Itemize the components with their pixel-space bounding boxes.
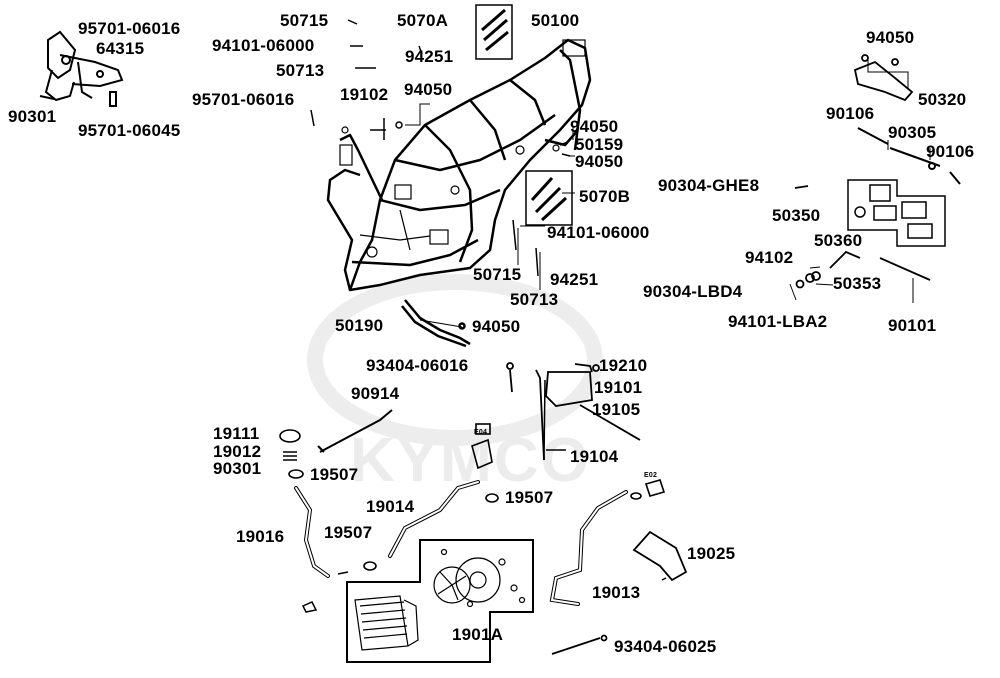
rod-90914	[317, 409, 393, 453]
part-label-19105: 19105	[592, 400, 641, 419]
part-label-19014: 19014	[366, 497, 415, 516]
hose-19014	[388, 480, 480, 558]
part-label-90101: 90101	[888, 316, 937, 335]
part-label-94101-06000-b: 94101-06000	[547, 223, 650, 242]
box-50350	[847, 179, 946, 247]
tag-e04: E04	[474, 429, 488, 436]
main-frame-drawing	[326, 38, 592, 292]
misc-small-parts	[301, 571, 667, 613]
part-label-19507-a: 19507	[310, 465, 359, 484]
part-label-95701-06016-a: 95701-06016	[78, 19, 181, 38]
part-label-90304-lbd4: 90304-LBD4	[643, 282, 743, 301]
part-label-93404-06025: 93404-06025	[614, 637, 717, 656]
part-label-50713-b: 50713	[510, 290, 559, 309]
watermark-ring	[307, 274, 603, 446]
parts-50360-group	[794, 185, 931, 289]
part-label-90305: 90305	[888, 123, 937, 142]
part-label-50715-b: 50715	[473, 265, 522, 284]
fan-drawing	[433, 548, 526, 608]
main-frame-detail	[339, 39, 586, 258]
part-label-94050-c: 94050	[575, 152, 624, 171]
part-label-5070a: 5070A	[397, 11, 449, 30]
bolt-93404-06025	[551, 634, 608, 655]
part-label-95701-06016-b: 95701-06016	[192, 90, 295, 109]
part-label-94050-b: 94050	[570, 117, 619, 136]
part-label-19507-b: 19507	[505, 488, 554, 507]
fasteners-top	[310, 19, 571, 277]
part-label-64315: 64315	[96, 39, 145, 58]
part-label-94050-e: 94050	[866, 28, 915, 47]
reservoir-tank	[535, 363, 641, 461]
part-label-19025: 19025	[687, 544, 736, 563]
part-label-19013: 19013	[592, 583, 641, 602]
radiator-drawing	[354, 595, 419, 651]
part-label-19016: 19016	[236, 527, 285, 546]
part-label-50190: 50190	[335, 316, 384, 335]
part-label-94251-a: 94251	[405, 47, 454, 66]
part-label-50159: 50159	[575, 135, 624, 154]
bracket-19025	[632, 530, 688, 582]
cross-bar-50190	[401, 299, 471, 348]
stand-bracket-drawing	[39, 30, 124, 107]
part-label-90304-ghe8: 90304-GHE8	[658, 176, 760, 195]
part-label-50715-a: 50715	[280, 11, 329, 30]
bolt-93404-06016	[506, 362, 514, 393]
part-label-50320: 50320	[918, 90, 967, 109]
part-label-19210: 19210	[599, 356, 648, 375]
part-label-93404-06016: 93404-06016	[366, 356, 469, 375]
box-5070b	[525, 170, 573, 226]
part-label-94251-b: 94251	[550, 270, 599, 289]
part-label-19102: 19102	[340, 85, 389, 104]
part-label-50360: 50360	[814, 231, 863, 250]
part-label-95701-06045: 95701-06045	[78, 121, 181, 140]
bracket-50320	[853, 54, 914, 102]
part-label-94050-a: 94050	[404, 80, 453, 99]
part-label-50100: 50100	[531, 11, 580, 30]
part-label-94050-d: 94050	[472, 317, 521, 336]
part-label-90106-b: 90106	[926, 142, 975, 161]
part-label-1901a: 1901A	[452, 625, 504, 644]
part-label-50713-a: 50713	[276, 61, 325, 80]
hose-19014-inner	[389, 481, 479, 557]
part-label-50350: 50350	[772, 206, 821, 225]
part-label-19012: 19012	[213, 442, 262, 461]
part-label-5070b: 5070B	[579, 187, 631, 206]
part-label-90301-a: 90301	[8, 107, 57, 126]
hose-19013-inner	[550, 491, 627, 605]
part-label-94101-06000-a: 94101-06000	[212, 36, 315, 55]
part-label-90106-a: 90106	[826, 104, 875, 123]
bolts-90106-90305	[857, 127, 961, 185]
hose-19016-inner	[295, 487, 329, 577]
thermostat-e04	[471, 423, 493, 470]
box-5070a	[475, 4, 513, 60]
part-label-94101-lba2: 94101-LBA2	[728, 312, 828, 331]
part-label-50353: 50353	[833, 274, 882, 293]
cap-and-spring	[279, 429, 304, 479]
part-label-19104: 19104	[570, 447, 619, 466]
part-label-19507-c: 19507	[324, 523, 373, 542]
part-label-19111: 19111	[213, 424, 260, 443]
part-label-19101: 19101	[594, 378, 643, 397]
tag-e02: E02	[644, 472, 658, 479]
box-1901a	[346, 539, 534, 663]
part-label-94102: 94102	[745, 248, 794, 267]
part-label-90914: 90914	[351, 384, 400, 403]
part-label-90301-b: 90301	[213, 459, 262, 478]
clamps-19507	[363, 479, 666, 571]
hose-19104	[543, 379, 566, 461]
